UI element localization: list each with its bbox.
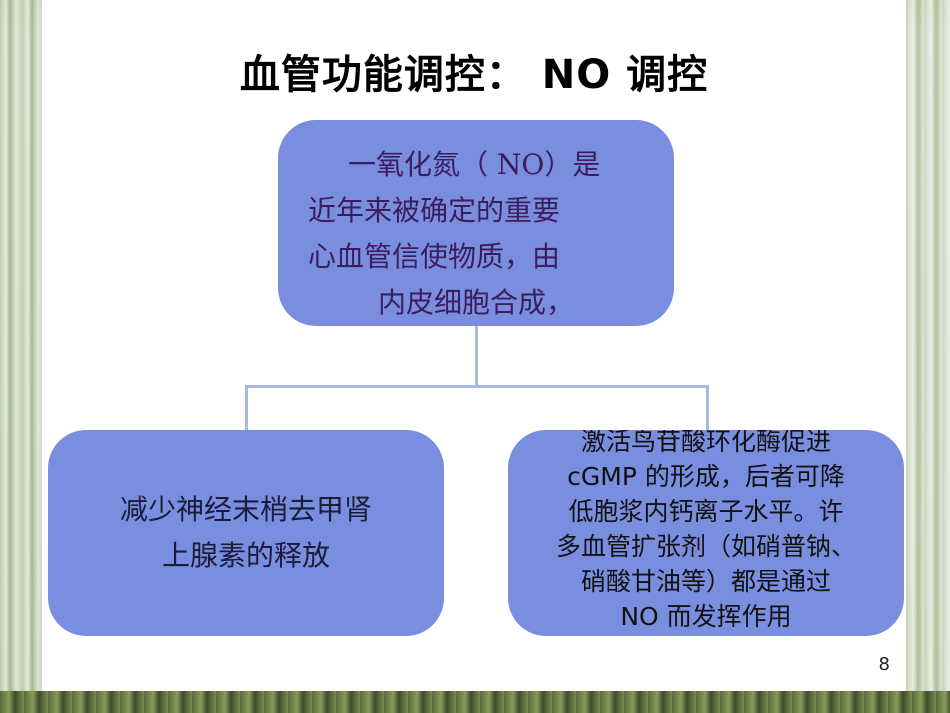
page-number: 8 — [878, 654, 890, 675]
right-box-line-5: 硝酸甘油等）都是通过 — [580, 567, 831, 596]
connector-horizontal — [245, 385, 709, 388]
background-bottom-bamboo — [0, 691, 950, 713]
connector-vertical-top — [475, 326, 478, 386]
left-box-line-2: 上腺素的释放 — [161, 539, 330, 572]
top-box-line-3: 心血管信使物质，由 — [308, 240, 561, 273]
right-box-line-4: 多血管扩张剂（如硝普钠、 — [555, 532, 856, 561]
background-right-bamboo — [906, 0, 950, 713]
right-box-line-3: 低胞浆内钙离子水平。许 — [568, 497, 844, 526]
left-effect-box: 减少神经末梢去甲肾 上腺素的释放 — [48, 430, 444, 636]
background-left-bamboo — [0, 0, 42, 713]
connector-vertical-right — [706, 385, 709, 431]
top-box-line-1: 一氧化氮（ NO）是 — [348, 148, 601, 181]
slide-title: 血管功能调控： NO 调控 — [239, 52, 709, 98]
top-concept-box: 一氧化氮（ NO）是 近年来被确定的重要 心血管信使物质，由 内皮细胞合成， — [278, 120, 674, 326]
top-box-line-4: 内皮细胞合成， — [377, 286, 574, 319]
right-box-line-2: cGMP 的形成，后者可降 — [567, 462, 845, 491]
left-box-line-1: 减少神经末梢去甲肾 — [119, 493, 372, 526]
right-box-line-6: NO 而发挥作用 — [620, 602, 792, 631]
connector-vertical-left — [245, 385, 248, 431]
right-effect-box: 激活鸟苷酸环化酶促进 cGMP 的形成，后者可降 低胞浆内钙离子水平。许 多血管… — [508, 430, 904, 636]
slide-canvas: 血管功能调控： NO 调控 一氧化氮（ NO）是 近年来被确定的重要 心血管信使… — [42, 0, 906, 691]
right-box-line-1: 激活鸟苷酸环化酶促进 — [580, 430, 831, 456]
top-box-line-2: 近年来被确定的重要 — [308, 194, 561, 227]
